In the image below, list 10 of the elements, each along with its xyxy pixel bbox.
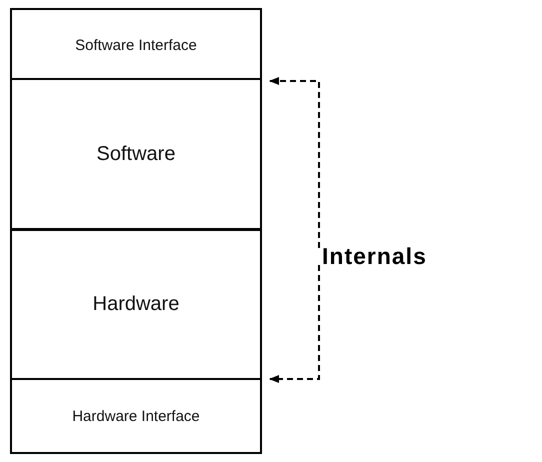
layer-box [10, 78, 262, 230]
leader-arrow [269, 77, 320, 248]
layer-label: Software Interface [75, 36, 197, 54]
layer-label: Hardware [92, 293, 180, 316]
leader-arrow [269, 265, 320, 383]
layer-label: Software [96, 142, 176, 166]
layer-label: Hardware Interface [72, 408, 200, 424]
layer-box [10, 378, 262, 454]
layer-box [10, 228, 262, 380]
bracket-label: Internals [322, 243, 427, 270]
